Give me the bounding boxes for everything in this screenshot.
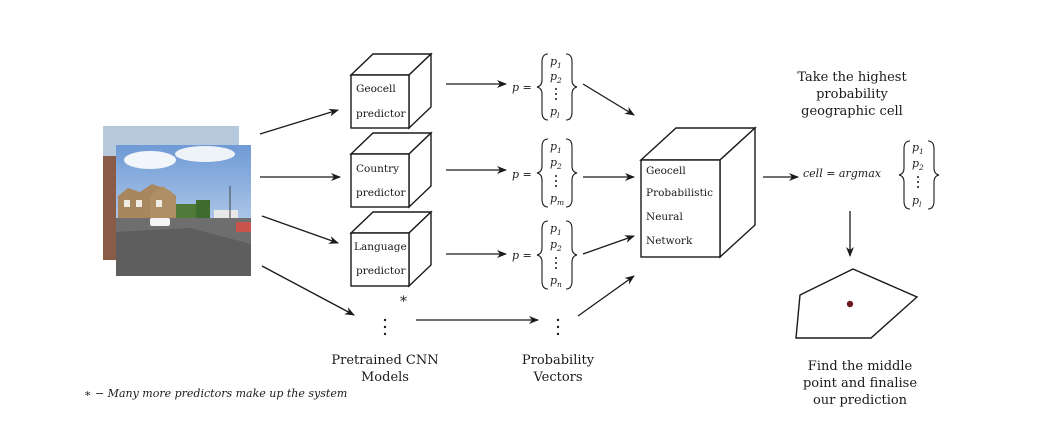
- svg-text:p: p: [550, 70, 557, 83]
- svg-text:p: p: [912, 141, 919, 154]
- svg-text:1: 1: [557, 228, 562, 237]
- predictor-more-mark: *: [400, 294, 407, 310]
- street-view-photo: [103, 126, 251, 276]
- language-predictor-cube: Language predictor: [349, 210, 433, 288]
- network-cube: Geocell Probabilistic Neural Network: [639, 126, 757, 259]
- svg-text:p: p: [912, 157, 919, 170]
- country-predictor-line2: predictor: [356, 187, 406, 199]
- svg-text:p: p: [550, 140, 557, 153]
- svg-text:point and finalise: point and finalise: [803, 376, 917, 391]
- svg-text:1: 1: [557, 61, 562, 70]
- middle-point: [846, 300, 854, 308]
- svg-text:Take the highest: Take the highest: [797, 70, 907, 85]
- pretrained-caption: Pretrained CNN Models: [331, 353, 438, 385]
- geocell-predictor-line2: predictor: [356, 108, 406, 120]
- svg-text:2: 2: [556, 244, 562, 253]
- svg-text:p: p: [912, 194, 919, 207]
- svg-text:2: 2: [918, 163, 924, 172]
- svg-text:p: p: [550, 274, 557, 287]
- geocell-predictor-cube: Geocell predictor: [349, 52, 433, 130]
- network-line2: Probabilistic: [646, 187, 713, 199]
- svg-text:2: 2: [556, 162, 562, 171]
- svg-text:Models: Models: [361, 370, 409, 385]
- svg-text:2: 2: [556, 76, 562, 85]
- svg-text:Vectors: Vectors: [532, 370, 582, 385]
- language-predictor-line1: Language: [354, 241, 407, 253]
- svg-text:Find the middle: Find the middle: [808, 359, 913, 374]
- network-line1: Geocell: [646, 165, 686, 177]
- vector-vdots: [556, 318, 560, 336]
- network-line4: Network: [646, 235, 693, 247]
- argmax-text: cell = argmax: [803, 167, 882, 180]
- svg-text:our prediction: our prediction: [813, 393, 908, 408]
- svg-text:n: n: [557, 280, 562, 289]
- photo-arrows: [259, 108, 355, 316]
- svg-text:geographic cell: geographic cell: [801, 104, 903, 119]
- svg-text:l: l: [919, 200, 922, 209]
- vector-arrows: [577, 83, 635, 317]
- network-line3: Neural: [646, 211, 683, 223]
- svg-text:p: p: [550, 192, 557, 205]
- svg-text:p: p: [550, 238, 557, 251]
- svg-text:1: 1: [557, 146, 562, 155]
- middle-caption: Find the middle point and finalise our p…: [803, 359, 917, 408]
- svg-text:probability: probability: [816, 87, 888, 102]
- vector-lhs-3: p =: [512, 249, 532, 262]
- probability-caption: Probability Vectors: [522, 353, 595, 385]
- footnote: ∗ − Many more predictors make up the sys…: [84, 387, 347, 400]
- svg-text:p: p: [550, 55, 557, 68]
- vector-lhs-1: p =: [512, 81, 532, 94]
- svg-text:p: p: [550, 156, 557, 169]
- svg-text:1: 1: [919, 147, 924, 156]
- svg-text:p: p: [550, 105, 557, 118]
- svg-text:Probability: Probability: [522, 353, 595, 368]
- language-predictor-line2: predictor: [356, 265, 406, 277]
- vector-lhs-2: p =: [512, 168, 532, 181]
- svg-text:Pretrained CNN: Pretrained CNN: [331, 353, 438, 368]
- predictor-vdots: [383, 318, 387, 336]
- country-predictor-cube: Country predictor: [349, 131, 433, 209]
- highest-caption: Take the highest probability geographic …: [797, 70, 907, 119]
- geocell-predictor-line1: Geocell: [356, 83, 396, 95]
- geocell-polygon: [795, 268, 919, 339]
- svg-text:p: p: [550, 222, 557, 235]
- cube-arrows: [416, 80, 539, 324]
- svg-text:l: l: [557, 111, 560, 120]
- svg-text:m: m: [557, 198, 564, 207]
- country-predictor-line1: Country: [356, 163, 399, 175]
